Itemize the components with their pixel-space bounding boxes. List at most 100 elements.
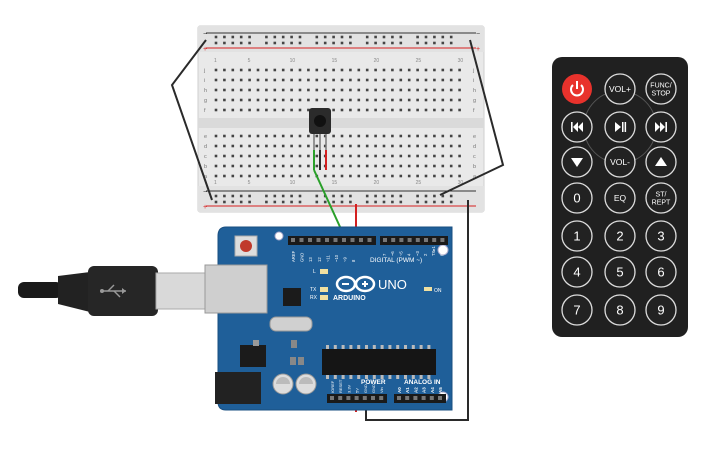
rail-hole[interactable] [323,200,327,204]
rail-hole[interactable] [239,194,243,198]
rail-hole[interactable] [281,200,285,204]
terminal-hole[interactable] [374,78,377,82]
rail-hole[interactable] [441,41,445,45]
rail-hole[interactable] [332,41,335,45]
rail-hole[interactable] [399,194,403,198]
remote-fast-forward-button[interactable] [645,111,677,143]
terminal-hole[interactable] [382,68,386,72]
terminal-hole[interactable] [231,98,235,102]
terminal-hole[interactable] [357,164,361,168]
terminal-hole[interactable] [315,154,319,158]
terminal-hole[interactable] [273,154,277,158]
terminal-hole[interactable] [323,144,327,148]
rail-hole[interactable] [365,194,369,198]
terminal-hole[interactable] [214,88,218,92]
header-pin[interactable] [438,396,442,400]
header-pin[interactable] [354,396,359,400]
terminal-hole[interactable] [290,134,293,138]
terminal-hole[interactable] [441,134,445,138]
terminal-hole[interactable] [281,68,285,72]
remote-button-eq[interactable]: EQ [604,182,636,214]
terminal-hole[interactable] [382,88,386,92]
terminal-hole[interactable] [433,108,436,112]
rail-hole[interactable] [433,194,436,198]
terminal-hole[interactable] [424,164,428,168]
terminal-hole[interactable] [256,144,260,148]
terminal-hole[interactable] [281,174,285,178]
terminal-hole[interactable] [256,154,260,158]
terminal-hole[interactable] [458,144,461,148]
header-pin[interactable] [338,396,343,400]
terminal-hole[interactable] [281,78,285,82]
terminal-hole[interactable] [349,78,352,82]
terminal-hole[interactable] [265,88,268,92]
terminal-hole[interactable] [449,144,453,148]
terminal-hole[interactable] [349,164,352,168]
terminal-hole[interactable] [248,88,251,92]
terminal-hole[interactable] [248,164,251,168]
terminal-hole[interactable] [323,78,327,82]
rail-hole[interactable] [433,35,436,39]
terminal-hole[interactable] [349,134,352,138]
terminal-hole[interactable] [223,98,226,102]
rail-hole[interactable] [399,41,403,45]
rail-hole[interactable] [281,41,285,45]
terminal-hole[interactable] [231,78,235,82]
terminal-hole[interactable] [231,108,235,112]
terminal-hole[interactable] [332,144,335,148]
rail-hole[interactable] [315,41,319,45]
terminal-hole[interactable] [239,134,243,138]
terminal-hole[interactable] [349,154,352,158]
remote-button-6[interactable]: 6 [645,256,677,288]
terminal-hole[interactable] [223,174,226,178]
rail-hole[interactable] [391,41,394,45]
terminal-hole[interactable] [273,174,277,178]
terminal-hole[interactable] [407,78,411,82]
terminal-hole[interactable] [407,98,411,102]
header-pin[interactable] [371,396,375,400]
terminal-hole[interactable] [424,144,428,148]
terminal-hole[interactable] [407,144,411,148]
terminal-hole[interactable] [449,108,453,112]
rail-hole[interactable] [239,41,243,45]
remote-button-9[interactable]: 9 [645,294,677,326]
header-pin[interactable] [291,238,295,242]
rail-hole[interactable] [449,41,453,45]
terminal-hole[interactable] [273,108,277,112]
rail-hole[interactable] [323,35,327,39]
terminal-hole[interactable] [441,174,445,178]
rail-hole[interactable] [391,35,394,39]
terminal-hole[interactable] [349,108,352,112]
rail-hole[interactable] [332,35,335,39]
rail-hole[interactable] [248,35,251,39]
terminal-hole[interactable] [223,108,226,112]
rail-hole[interactable] [365,200,369,204]
remote-button-8[interactable]: 8 [604,294,636,326]
terminal-hole[interactable] [231,134,235,138]
header-pin[interactable] [399,238,404,242]
rail-hole[interactable] [273,35,277,39]
rail-hole[interactable] [340,35,344,39]
header-pin[interactable] [407,238,412,242]
terminal-hole[interactable] [214,134,218,138]
rail-hole[interactable] [248,200,251,204]
rail-hole[interactable] [265,41,268,45]
terminal-hole[interactable] [382,98,386,102]
terminal-hole[interactable] [424,108,428,112]
rail-hole[interactable] [315,194,319,198]
terminal-hole[interactable] [340,144,344,148]
rail-hole[interactable] [399,35,403,39]
terminal-hole[interactable] [340,164,344,168]
header-pin[interactable] [429,396,434,400]
terminal-hole[interactable] [382,144,386,148]
terminal-hole[interactable] [357,68,361,72]
rail-hole[interactable] [223,35,226,39]
terminal-hole[interactable] [458,88,461,92]
terminal-hole[interactable] [416,108,419,112]
rail-hole[interactable] [340,194,344,198]
terminal-hole[interactable] [239,144,243,148]
terminal-hole[interactable] [349,88,352,92]
terminal-hole[interactable] [315,88,319,92]
